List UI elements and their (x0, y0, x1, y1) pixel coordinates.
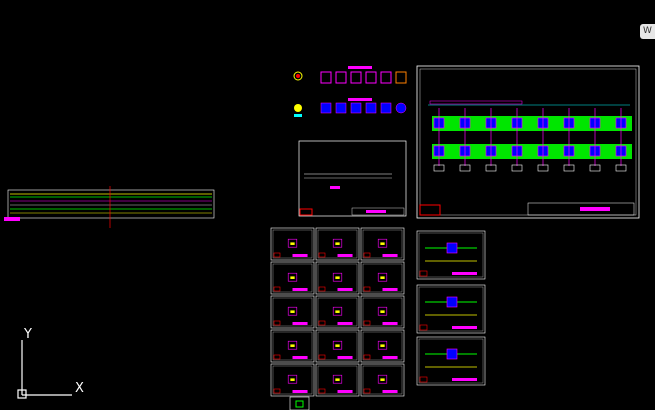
detail-sheet-thumbnail[interactable] (270, 329, 315, 363)
detail-sheet-large[interactable] (416, 336, 486, 386)
ucs-y-label: Y (23, 327, 32, 342)
detail-sheet-thumbnail[interactable] (360, 295, 405, 329)
ucs-icon: Y X (17, 327, 84, 399)
detail-sheet-thumbnail[interactable] (360, 261, 405, 295)
small-sheet-bottom[interactable] (289, 396, 310, 410)
detail-sheet-thumbnail[interactable] (315, 261, 360, 295)
detail-symbol-set[interactable] (293, 66, 407, 117)
detail-sheet-column[interactable] (416, 230, 486, 386)
detail-sheet-thumbnail[interactable] (360, 329, 405, 363)
section-sheet[interactable] (298, 140, 407, 217)
ucs-x-label: X (75, 381, 84, 396)
detail-sheet-thumbnail[interactable] (360, 227, 405, 261)
detail-sheet-grid[interactable] (270, 227, 405, 397)
detail-sheet-thumbnail[interactable] (270, 227, 315, 261)
detail-sheet-thumbnail[interactable] (270, 295, 315, 329)
detail-sheet-thumbnail[interactable] (315, 295, 360, 329)
detail-sheet-thumbnail[interactable] (315, 227, 360, 261)
detail-sheet-thumbnail[interactable] (360, 363, 405, 397)
detail-sheet-thumbnail[interactable] (270, 363, 315, 397)
detail-sheet-large[interactable] (416, 230, 486, 280)
plan-sheet-main[interactable] (416, 65, 640, 219)
detail-sheet-thumbnail[interactable] (315, 363, 360, 397)
detail-sheet-thumbnail[interactable] (315, 329, 360, 363)
viewcube-compass[interactable]: W (640, 24, 655, 39)
long-elevation-drawing[interactable] (4, 186, 215, 228)
detail-sheet-large[interactable] (416, 284, 486, 334)
detail-sheet-thumbnail[interactable] (270, 261, 315, 295)
